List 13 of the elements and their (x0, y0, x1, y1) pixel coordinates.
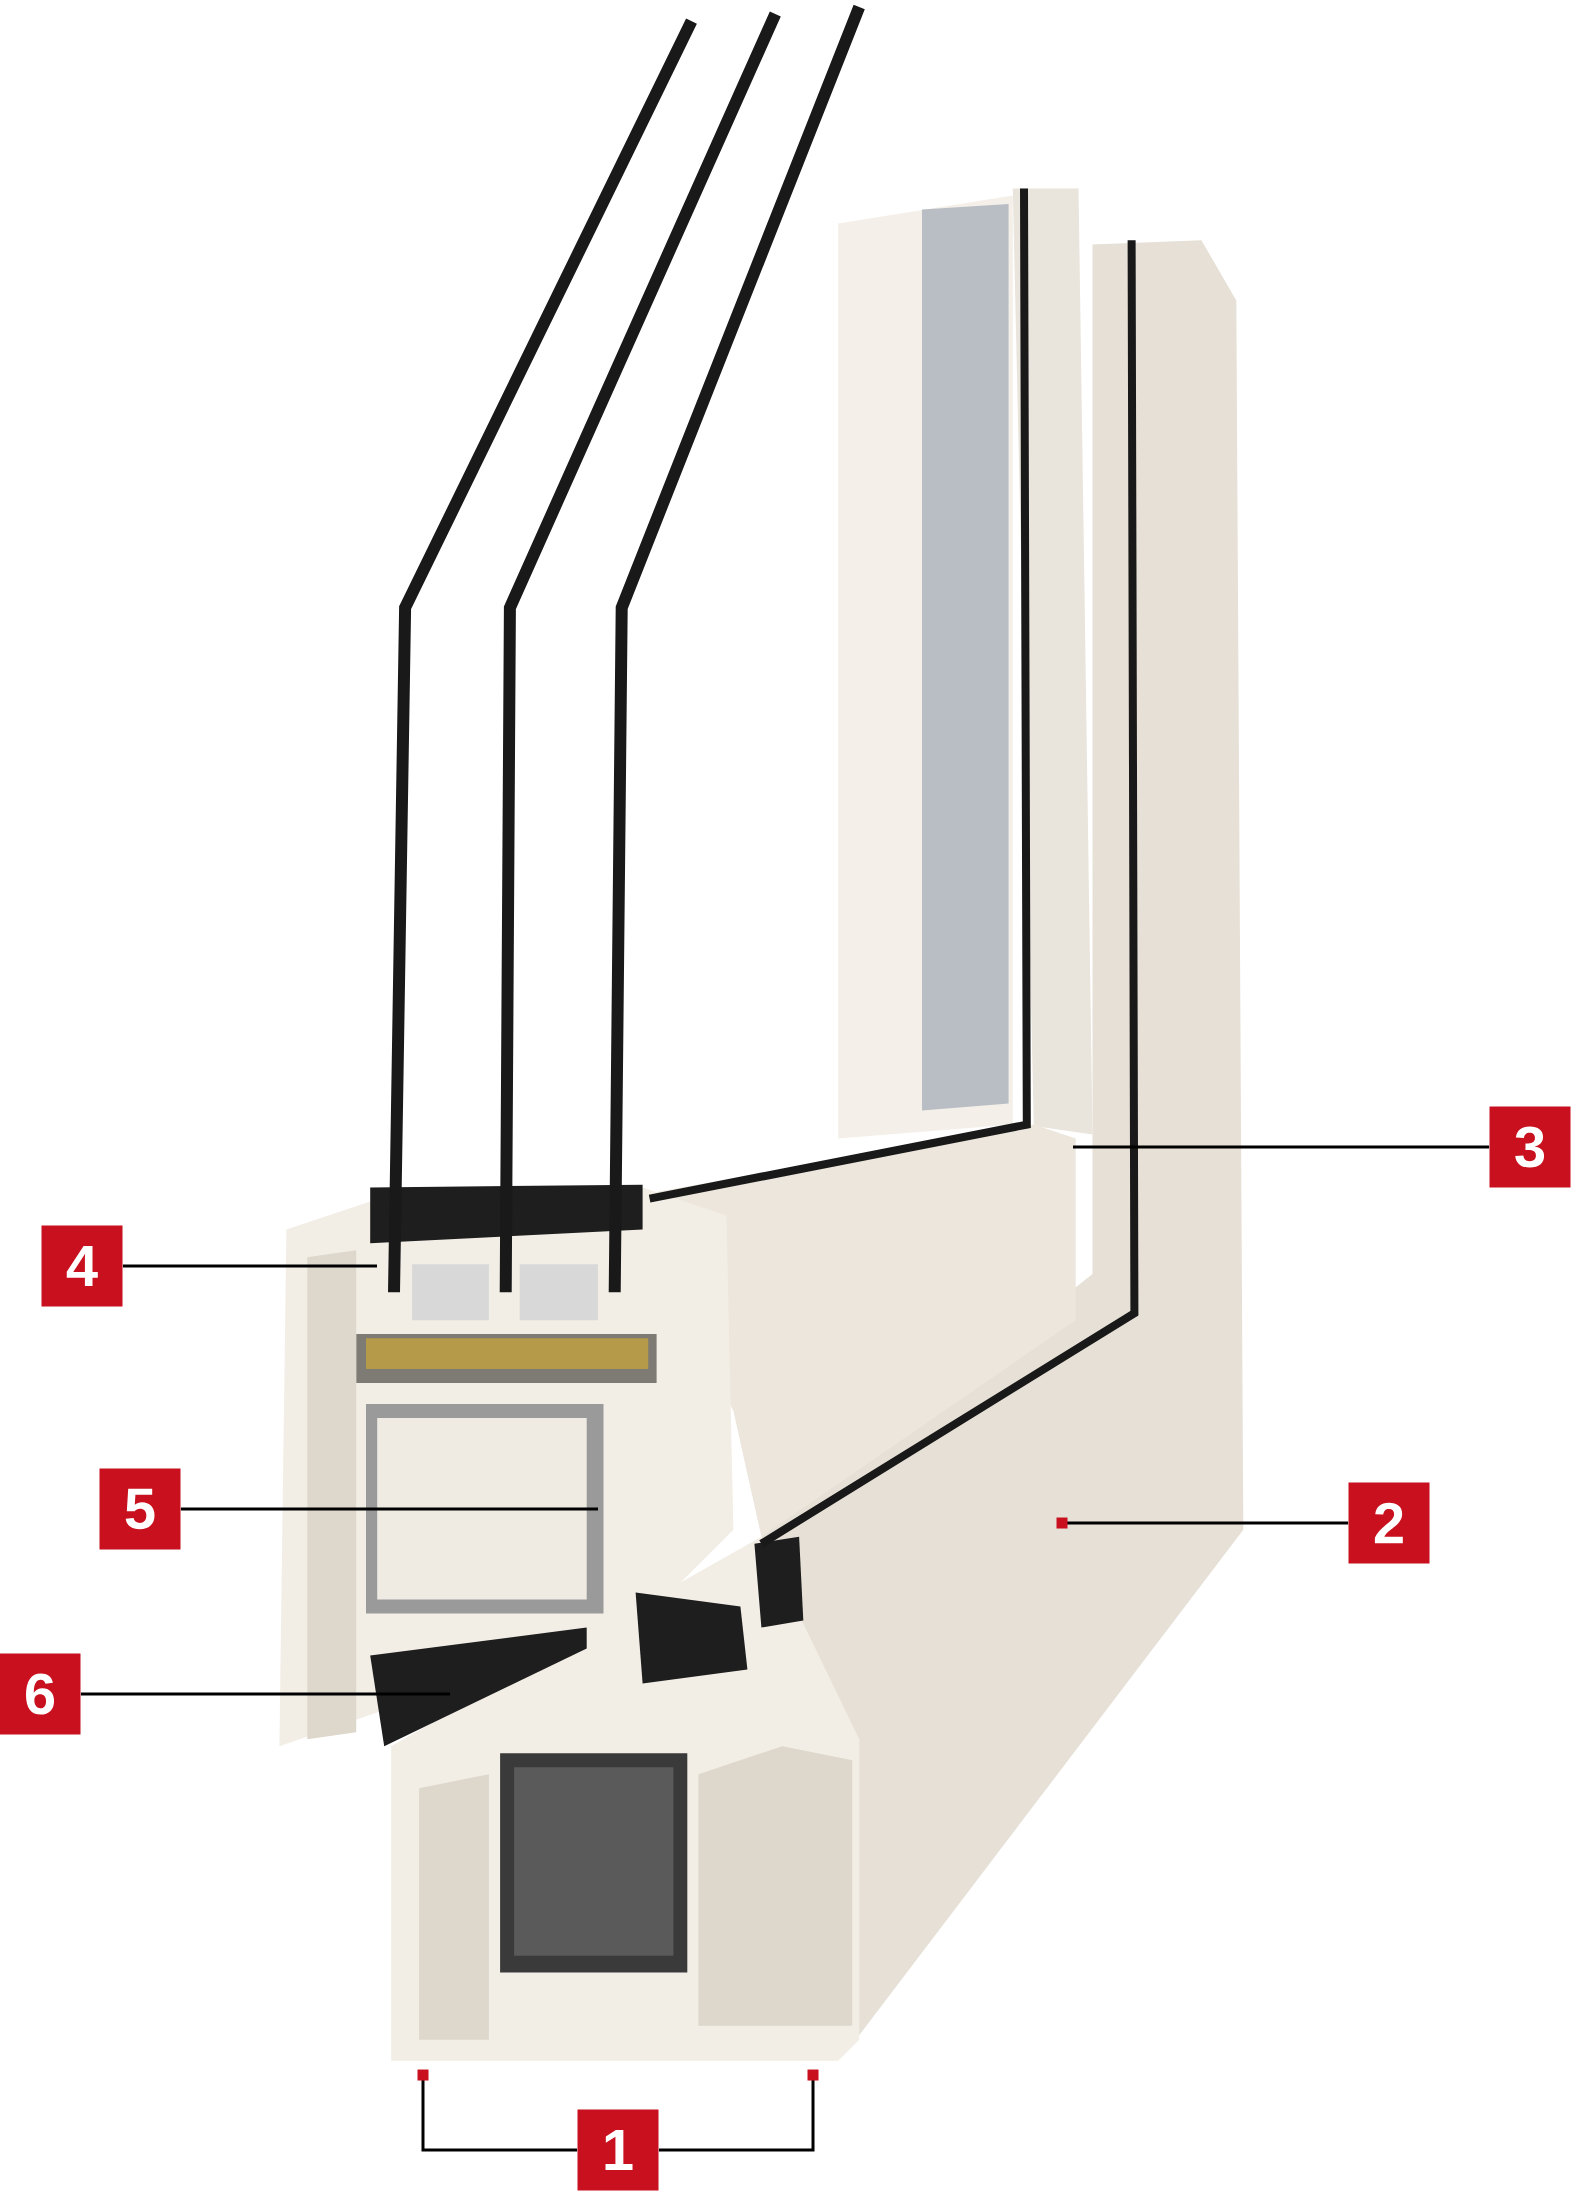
callout-number: 3 (1489, 1106, 1571, 1188)
callout-number: 4 (41, 1225, 123, 1307)
callout-number: 5 (99, 1468, 181, 1550)
callout-number: 6 (0, 1653, 81, 1735)
leader-line (1056, 1517, 1349, 1529)
leader-line (658, 2069, 819, 2152)
leader-line (180, 1507, 598, 1511)
leader-line (122, 1264, 377, 1268)
leader-line (80, 1692, 450, 1696)
leader-line (417, 2069, 578, 2152)
callout-number: 1 (577, 2109, 659, 2191)
callout-number: 2 (1348, 1482, 1430, 1564)
leader-line (1073, 1145, 1490, 1149)
